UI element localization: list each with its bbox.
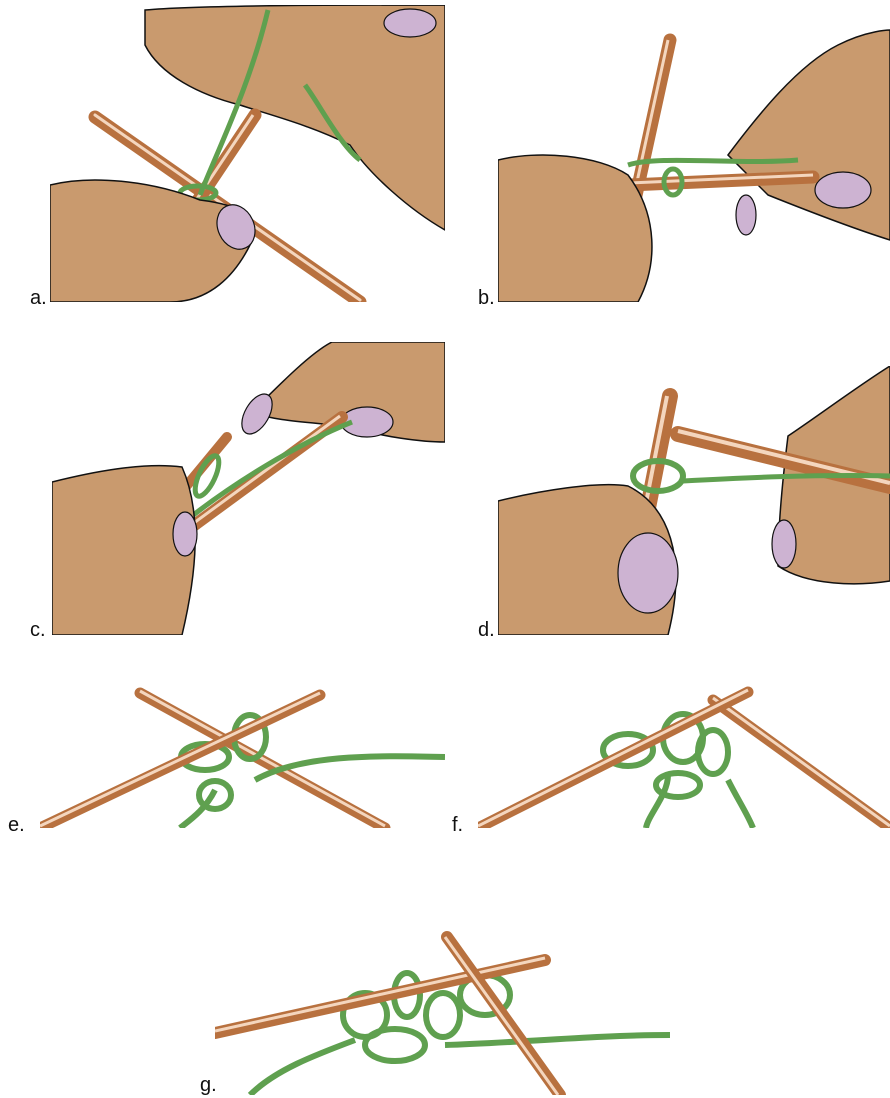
hand-icon xyxy=(498,155,652,302)
step-label: c. xyxy=(30,620,46,640)
stitch-loop-icon xyxy=(365,1029,425,1061)
fingernail-icon xyxy=(772,520,796,568)
step-label: f. xyxy=(452,815,463,835)
stitch-loop-icon xyxy=(656,773,700,797)
needle-icon xyxy=(713,700,890,828)
step-f-illustration xyxy=(478,680,890,828)
step-label: g. xyxy=(200,1075,217,1095)
step-e-illustration xyxy=(40,685,445,828)
needle-icon xyxy=(478,692,748,828)
step-a-illustration xyxy=(50,5,445,302)
stitch-loop-icon xyxy=(426,993,460,1037)
step-label: e. xyxy=(8,815,25,835)
step-label: d. xyxy=(478,620,495,640)
step-g-illustration xyxy=(215,925,670,1095)
step-label: a. xyxy=(30,288,47,308)
hand-icon xyxy=(52,466,195,635)
fingernail-icon xyxy=(736,195,756,235)
fingernail-icon xyxy=(815,172,871,208)
fingernail-icon xyxy=(384,9,436,37)
step-label: b. xyxy=(478,288,495,308)
step-c-illustration xyxy=(52,342,445,635)
yarn-icon xyxy=(250,1035,670,1095)
step-d-illustration xyxy=(498,366,890,635)
step-b-illustration xyxy=(498,25,890,302)
fingernail-icon xyxy=(618,533,678,613)
fingernail-icon xyxy=(173,512,197,556)
